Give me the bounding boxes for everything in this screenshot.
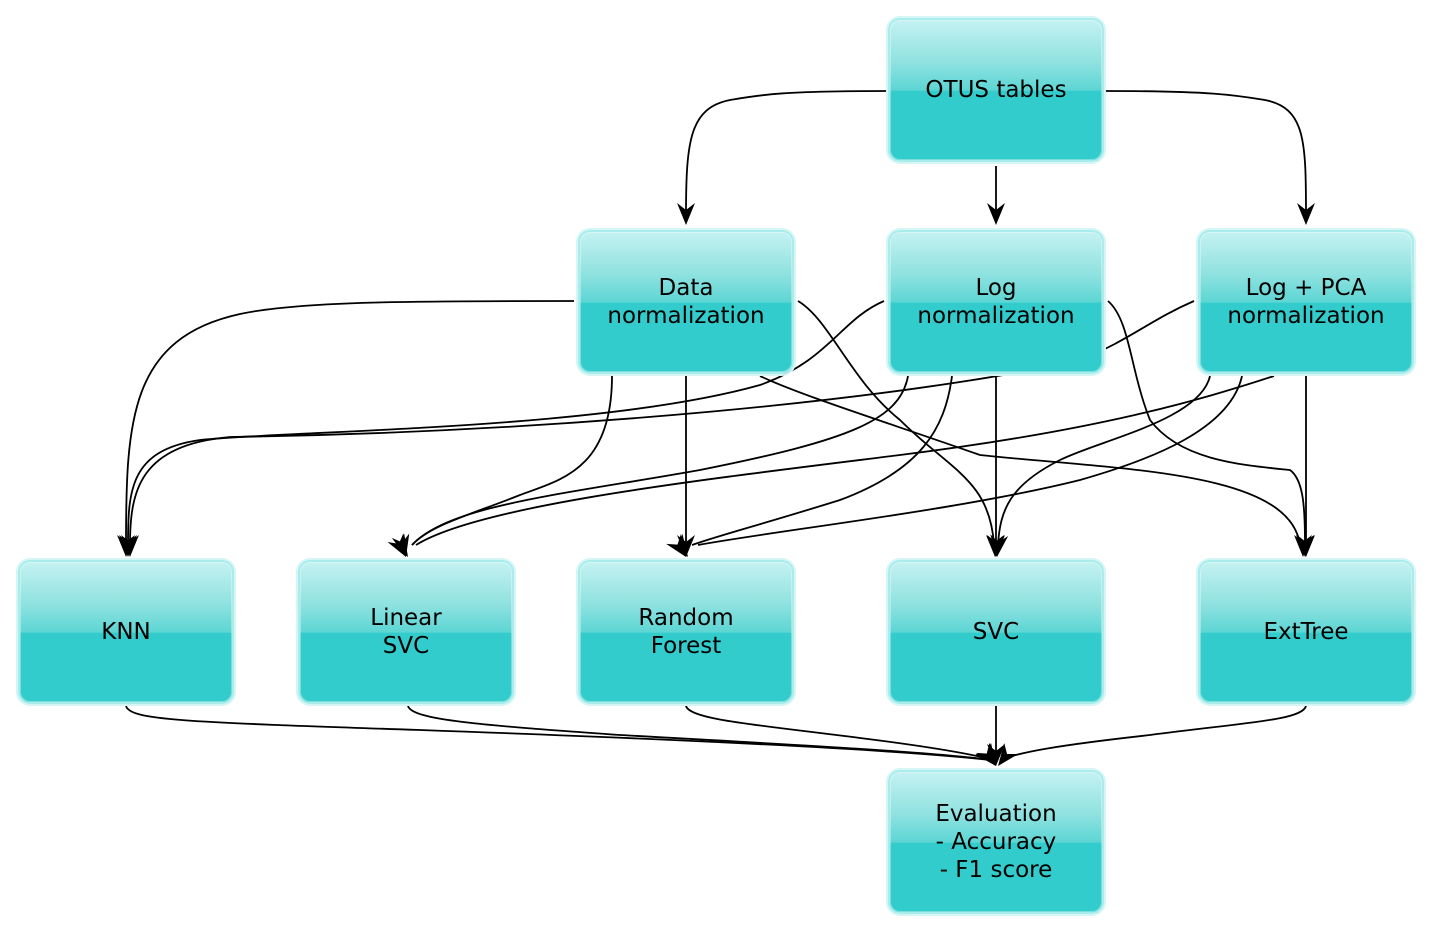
edge-otus-to-log-pca-norm bbox=[1105, 90, 1315, 225]
edge-data-norm-to-linear-svc bbox=[391, 375, 613, 557]
arrowhead bbox=[117, 535, 135, 557]
edge-otus-to-log-norm bbox=[987, 166, 1005, 225]
arrowhead bbox=[121, 535, 139, 557]
edge-otus-to-data-norm bbox=[677, 90, 887, 225]
edge-line bbox=[411, 375, 613, 546]
edge-data-norm-to-knn bbox=[117, 300, 575, 557]
arrowhead bbox=[998, 743, 1019, 766]
node-data-normalization: Data normalization bbox=[578, 230, 794, 374]
edge-line bbox=[999, 705, 1307, 761]
edge-line bbox=[685, 705, 995, 761]
edge-log-norm-to-linear-svc bbox=[387, 375, 909, 557]
arrowhead bbox=[990, 534, 1009, 557]
edge-line bbox=[759, 375, 1301, 546]
node-otus-tables: OTUS tables bbox=[888, 18, 1104, 162]
edge-line bbox=[411, 375, 909, 546]
edge-line bbox=[407, 705, 993, 761]
arrowhead bbox=[1296, 535, 1314, 557]
edge-line bbox=[1105, 90, 1307, 216]
edge-knn-to-evaluation bbox=[125, 705, 996, 766]
edge-log-pca-norm-to-svc bbox=[990, 375, 1211, 557]
arrowhead bbox=[1297, 203, 1315, 225]
node-label-svc: SVC bbox=[972, 619, 1020, 645]
arrowhead bbox=[677, 203, 695, 225]
node-random-forest: Random Forest bbox=[578, 560, 794, 704]
arrowhead bbox=[391, 533, 410, 557]
arrowhead bbox=[987, 744, 1005, 766]
arrowhead bbox=[975, 743, 996, 766]
arrowhead bbox=[667, 533, 688, 557]
edge-line bbox=[125, 300, 575, 546]
edge-line bbox=[685, 90, 887, 216]
node-knn: KNN bbox=[18, 560, 234, 704]
edge-line bbox=[691, 375, 953, 546]
node-label-knn: KNN bbox=[101, 619, 151, 645]
node-label-otus-tables: OTUS tables bbox=[925, 77, 1067, 103]
edge-linear-svc-to-evaluation bbox=[407, 705, 996, 766]
node-svc: SVC bbox=[888, 560, 1104, 704]
edge-log-pca-norm-to-ext-tree bbox=[1297, 376, 1315, 557]
node-log-normalization: Log normalization bbox=[888, 230, 1104, 374]
edge-data-norm-to-random-forest bbox=[677, 376, 695, 557]
node-label-log-normalization: Log normalization bbox=[917, 275, 1075, 329]
arrowhead bbox=[987, 203, 1005, 225]
edge-log-pca-norm-to-linear-svc bbox=[388, 375, 1275, 557]
node-log-pca-normalization: Log + PCA normalization bbox=[1198, 230, 1414, 374]
node-label-random-forest: Random Forest bbox=[638, 605, 734, 659]
node-label-evaluation: Evaluation - Accuracy - F1 score bbox=[935, 801, 1057, 883]
edge-log-pca-norm-to-random-forest bbox=[667, 375, 1243, 557]
edge-line bbox=[125, 705, 991, 761]
node-ext-tree: ExtTree bbox=[1198, 560, 1414, 704]
node-label-log-pca-normalization: Log + PCA normalization bbox=[1227, 275, 1385, 329]
edge-line bbox=[697, 375, 1243, 546]
arrowhead bbox=[388, 533, 408, 557]
arrowhead bbox=[975, 743, 996, 766]
edge-line bbox=[997, 375, 1211, 546]
edge-svc-to-evaluation bbox=[987, 706, 1005, 766]
arrowhead bbox=[1294, 535, 1312, 557]
edge-line bbox=[415, 375, 1275, 546]
edge-log-norm-to-random-forest bbox=[666, 375, 953, 557]
arrowhead bbox=[677, 535, 695, 557]
node-evaluation: Evaluation - Accuracy - F1 score bbox=[888, 770, 1104, 914]
arrowhead bbox=[987, 535, 1005, 557]
edge-ext-tree-to-evaluation bbox=[998, 705, 1307, 766]
node-label-data-normalization: Data normalization bbox=[607, 275, 765, 329]
arrowhead bbox=[119, 535, 137, 557]
node-linear-svc: Linear SVC bbox=[298, 560, 514, 704]
arrowhead bbox=[976, 742, 996, 766]
edge-log-norm-to-svc bbox=[987, 376, 1005, 557]
arrowhead bbox=[666, 533, 686, 557]
edge-random-forest-to-evaluation bbox=[685, 705, 996, 766]
arrowhead bbox=[387, 533, 406, 557]
node-label-linear-svc: Linear SVC bbox=[370, 605, 442, 659]
arrowhead bbox=[986, 535, 1004, 557]
arrowhead bbox=[1297, 535, 1315, 557]
edge-data-norm-to-ext-tree bbox=[759, 375, 1312, 557]
node-label-ext-tree: ExtTree bbox=[1263, 619, 1349, 645]
